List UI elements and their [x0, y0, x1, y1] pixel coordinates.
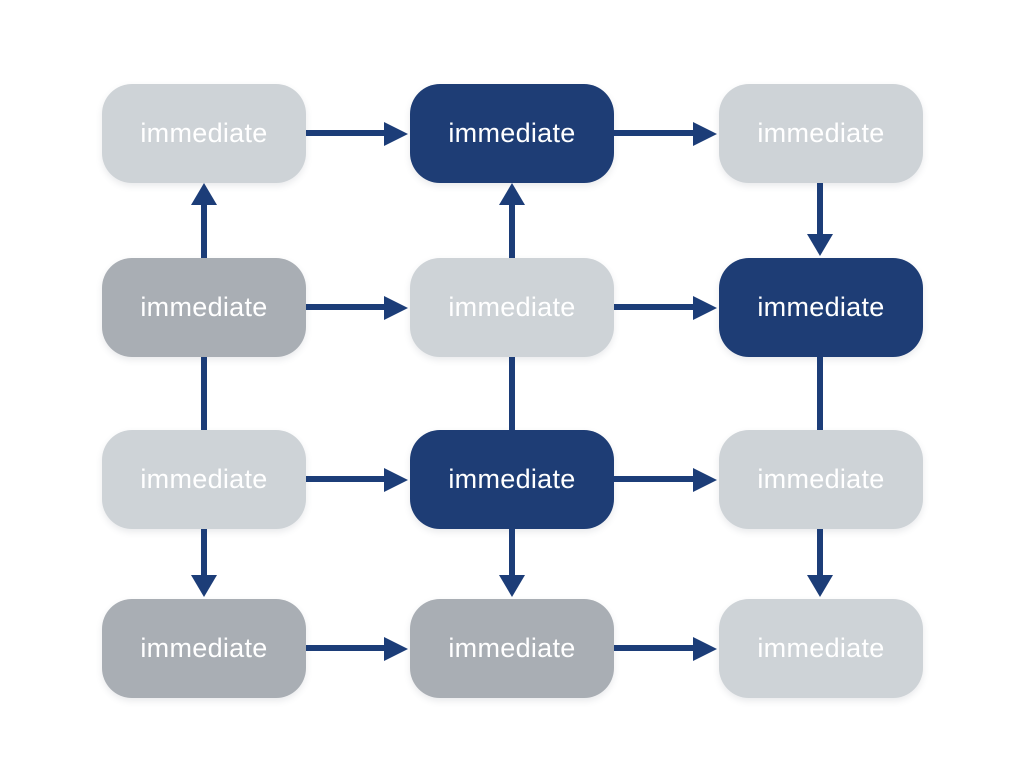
arrowhead-icon	[191, 575, 217, 597]
arrowhead-icon	[499, 183, 525, 205]
arrowhead-icon	[693, 296, 717, 320]
node-r3c2: immediate	[410, 430, 614, 529]
edge-line	[306, 130, 386, 136]
edge-line	[201, 357, 207, 430]
node-r2c2: immediate	[410, 258, 614, 357]
node-label: immediate	[140, 633, 268, 663]
node-r2c3: immediate	[719, 258, 923, 357]
node-r1c2: immediate	[410, 84, 614, 183]
arrowhead-icon	[384, 296, 408, 320]
arrowhead-icon	[807, 575, 833, 597]
node-r2c1: immediate	[102, 258, 306, 357]
edge-line	[201, 203, 207, 258]
edge-line	[306, 645, 386, 651]
node-label: immediate	[140, 292, 268, 322]
node-label: immediate	[757, 633, 885, 663]
node-label: immediate	[757, 292, 885, 322]
edge-line	[817, 529, 823, 577]
node-r1c3: immediate	[719, 84, 923, 183]
edge-line	[614, 645, 695, 651]
node-r3c1: immediate	[102, 430, 306, 529]
arrowhead-icon	[191, 183, 217, 205]
edge-line	[509, 203, 515, 258]
edge-line	[306, 304, 386, 310]
node-r4c1: immediate	[102, 599, 306, 698]
node-label: immediate	[448, 118, 576, 148]
node-label: immediate	[448, 292, 576, 322]
edge-line	[306, 476, 386, 482]
node-r1c1: immediate	[102, 84, 306, 183]
arrowhead-icon	[384, 468, 408, 492]
node-label: immediate	[448, 464, 576, 494]
node-label: immediate	[140, 464, 268, 494]
arrowhead-icon	[384, 122, 408, 146]
node-r3c3: immediate	[719, 430, 923, 529]
edge-line	[201, 529, 207, 577]
edge-line	[817, 357, 823, 430]
arrowhead-icon	[384, 637, 408, 661]
arrowhead-icon	[693, 122, 717, 146]
node-label: immediate	[757, 118, 885, 148]
arrowhead-icon	[807, 234, 833, 256]
edge-line	[614, 130, 695, 136]
node-r4c2: immediate	[410, 599, 614, 698]
edge-line	[614, 304, 695, 310]
edge-line	[614, 476, 695, 482]
node-label: immediate	[448, 633, 576, 663]
arrowhead-icon	[693, 637, 717, 661]
node-r4c3: immediate	[719, 599, 923, 698]
node-label: immediate	[140, 118, 268, 148]
node-label: immediate	[757, 464, 885, 494]
arrowhead-icon	[693, 468, 717, 492]
edge-line	[509, 529, 515, 577]
arrowhead-icon	[499, 575, 525, 597]
edge-line	[509, 357, 515, 430]
edge-line	[817, 183, 823, 236]
